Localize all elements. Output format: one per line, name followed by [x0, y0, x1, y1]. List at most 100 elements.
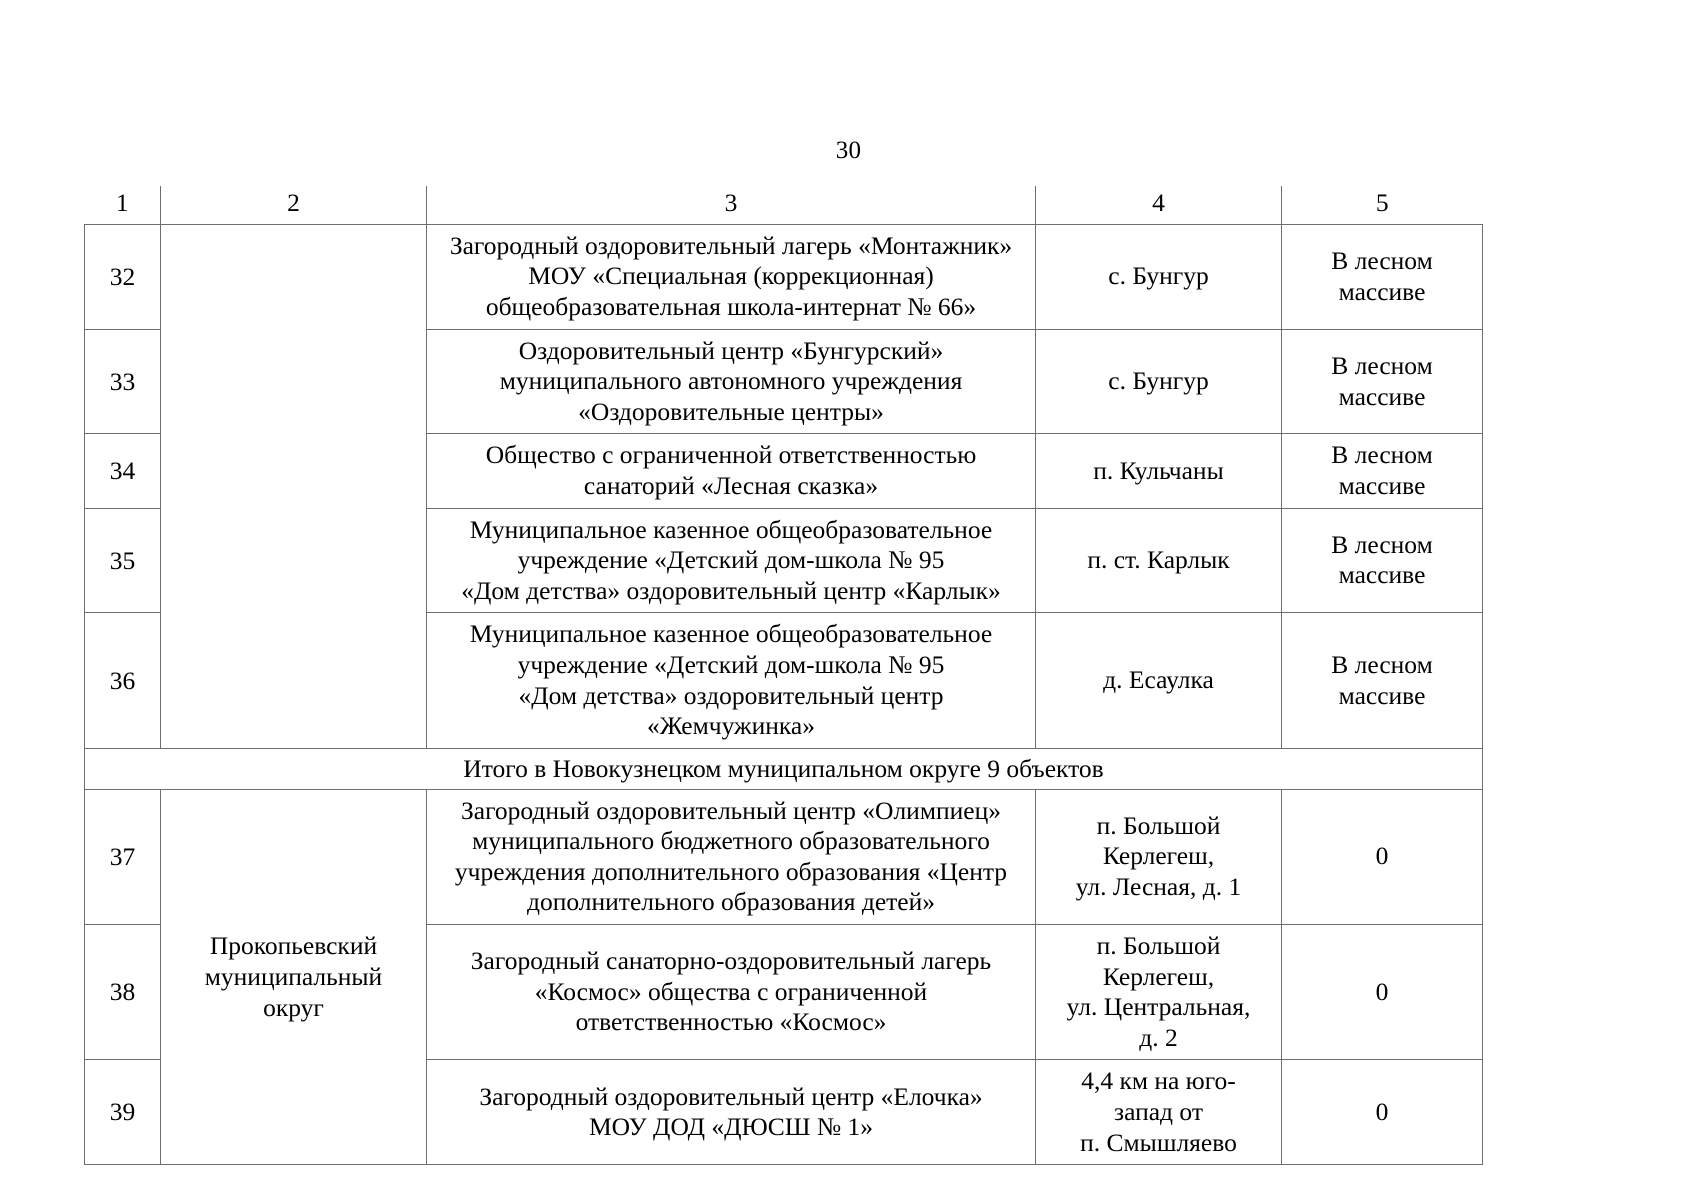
object-name-line: ответственностью «Космос»: [575, 1007, 887, 1037]
object-location: п. Большой Керлегеш, ул. Центральная, д.…: [1035, 923, 1282, 1061]
row-number: 39: [84, 1059, 161, 1166]
row-number: 33: [84, 328, 161, 435]
district-name-line: муниципальный: [204, 962, 383, 992]
object-name-line: Загородный санаторно-оздоровительный лаг…: [470, 946, 992, 976]
object-name-line: «Дом детства» оздоровительный центр «Кар…: [461, 575, 1001, 605]
table-row: 39 Загородный оздоровительный центр «Ело…: [84, 1059, 1483, 1166]
object-location-line: Керлегеш,: [1102, 841, 1215, 871]
object-name: Общество с ограниченной ответственностью…: [426, 433, 1036, 509]
object-note-line: массиве: [1338, 470, 1426, 500]
object-note-line: 0: [1375, 1096, 1389, 1126]
district-name-line: Прокопьевский: [209, 931, 378, 961]
object-note-line: массиве: [1338, 276, 1426, 306]
object-location-line: п. Смышляево: [1080, 1127, 1237, 1157]
object-name-line: учреждение «Детский дом-школа № 95: [517, 649, 945, 679]
object-name-line: санаторий «Лесная сказка»: [583, 470, 879, 500]
object-name-line: «Космос» общества с ограниченной: [534, 976, 928, 1006]
object-name-line: Муниципальное казенное общеобразовательн…: [469, 514, 993, 544]
object-name-line: МОУ «Специальная (коррекционная): [528, 261, 934, 291]
object-name-line: общеобразовательная школа-интернат № 66»: [485, 292, 977, 322]
object-location-line: Керлегеш,: [1102, 961, 1215, 991]
object-note-line: В лесном: [1331, 529, 1433, 559]
objects-table-container: 1 2 3 4 5 32 Загородный оздоровительный …: [84, 186, 1483, 1166]
object-name-line: учреждение «Детский дом-школа № 95: [517, 545, 945, 575]
row-number: 37: [84, 788, 161, 925]
row-number: 34: [84, 433, 161, 509]
object-note-line: 0: [1375, 976, 1389, 1006]
column-header-1: 1: [84, 186, 161, 225]
object-location: п. ст. Карлык: [1035, 507, 1282, 614]
row-number: 35: [84, 507, 161, 614]
object-location-line: запад от: [1114, 1096, 1203, 1126]
object-note-line: В лесном: [1331, 649, 1433, 679]
object-name-line: Оздоровительный центр «Бунгурский»: [518, 335, 944, 365]
object-name: Загородный оздоровительный лагерь «Монта…: [426, 223, 1036, 330]
object-name: Муниципальное казенное общеобразовательн…: [426, 507, 1036, 614]
table-row: 38 Загородный санаторно-оздоровительный …: [84, 923, 1483, 1061]
object-note: В лесном массиве: [1281, 433, 1483, 509]
object-location-line: с. Бунгур: [1108, 261, 1209, 291]
object-note: В лесном массиве: [1281, 328, 1483, 435]
object-name: Загородный оздоровительный центр «Олимпи…: [426, 788, 1036, 925]
object-note-line: В лесном: [1331, 440, 1433, 470]
object-name: Загородный оздоровительный центр «Елочка…: [426, 1059, 1036, 1166]
object-location-line: ул. Лесная, д. 1: [1075, 872, 1242, 902]
object-name: Загородный санаторно-оздоровительный лаг…: [426, 923, 1036, 1061]
column-header-3: 3: [426, 186, 1036, 225]
district-cell-prokopyevsk: Прокопьевский муниципальный округ: [160, 788, 427, 1166]
row-number: 38: [84, 923, 161, 1061]
object-location-line: п. Большой: [1096, 810, 1221, 840]
object-location-line: 4,4 км на юго-: [1081, 1066, 1236, 1096]
object-name-line: Загородный оздоровительный лагерь «Монта…: [449, 230, 1013, 260]
column-header-2: 2: [160, 186, 427, 225]
object-location-line: д. 2: [1139, 1022, 1178, 1052]
object-note: 0: [1281, 923, 1483, 1061]
row-number: 32: [84, 223, 161, 330]
object-location-line: п. Большой: [1096, 930, 1221, 960]
page-number: 30: [835, 137, 862, 164]
object-note-line: массиве: [1338, 560, 1426, 590]
object-note: В лесном массиве: [1281, 507, 1483, 614]
object-note: В лесном массиве: [1281, 223, 1483, 330]
object-location-line: д. Есаулка: [1103, 665, 1214, 695]
table-row: 35 Муниципальное казенное общеобразовате…: [84, 507, 1483, 614]
total-row-text: Итого в Новокузнецком муниципальном окру…: [84, 747, 1483, 790]
object-note: 0: [1281, 788, 1483, 925]
object-location: с. Бунгур: [1035, 328, 1282, 435]
district-name-line: округ: [263, 993, 324, 1023]
table-row: 32 Загородный оздоровительный лагерь «Мо…: [84, 223, 1483, 749]
object-name-line: муниципального автономного учреждения: [499, 366, 963, 396]
object-name-line: Общество с ограниченной ответственностью: [485, 440, 977, 470]
object-location: с. Бунгур: [1035, 223, 1282, 330]
object-location: п. Большой Керлегеш, ул. Лесная, д. 1: [1035, 788, 1282, 925]
objects-table: 1 2 3 4 5 32 Загородный оздоровительный …: [84, 186, 1483, 1166]
object-name: Оздоровительный центр «Бунгурский» муниц…: [426, 328, 1036, 435]
object-name-line: дополнительного образования детей»: [527, 887, 935, 917]
object-name-line: «Оздоровительные центры»: [578, 396, 884, 426]
object-note: В лесном массиве: [1281, 612, 1483, 749]
object-note-line: массиве: [1338, 381, 1426, 411]
object-note-line: 0: [1375, 841, 1389, 871]
object-name-line: муниципального бюджетного образовательно…: [472, 826, 990, 856]
object-location-line: ул. Центральная,: [1066, 992, 1251, 1022]
object-name-line: Муниципальное казенное общеобразовательн…: [469, 619, 993, 649]
object-location: п. Кульчаны: [1035, 433, 1282, 509]
object-name: Муниципальное казенное общеобразовательн…: [426, 612, 1036, 749]
object-location-line: п. ст. Карлык: [1087, 545, 1230, 575]
object-name-line: «Дом детства» оздоровительный центр: [518, 680, 944, 710]
object-note-line: В лесном: [1331, 246, 1433, 276]
object-location: 4,4 км на юго- запад от п. Смышляево: [1035, 1059, 1282, 1166]
row-number: 36: [84, 612, 161, 749]
table-row: 33 Оздоровительный центр «Бунгурский» му…: [84, 328, 1483, 435]
object-name-line: «Жемчужинка»: [647, 711, 815, 741]
object-note-line: В лесном: [1331, 350, 1433, 380]
district-cell-novokuznetsk: [160, 223, 427, 749]
column-header-4: 4: [1035, 186, 1282, 225]
total-row: Итого в Новокузнецком муниципальном окру…: [84, 747, 1483, 790]
table-row: 37 Прокопьевский муниципальный округ Заг…: [84, 788, 1483, 1166]
object-name-line: Загородный оздоровительный центр «Елочка…: [479, 1081, 983, 1111]
object-name-line: Загородный оздоровительный центр «Олимпи…: [461, 795, 1001, 825]
object-name-line: МОУ ДОД «ДЮСШ № 1»: [588, 1112, 874, 1142]
object-location-line: с. Бунгур: [1108, 366, 1209, 396]
